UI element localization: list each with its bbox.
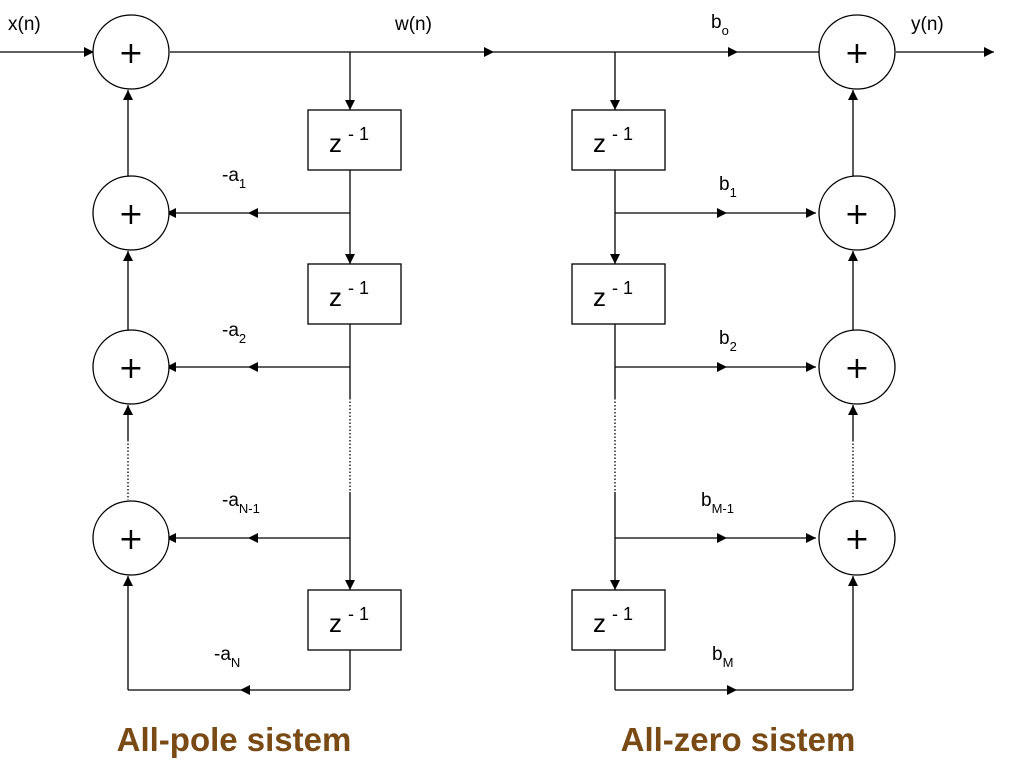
adder-right-2: + [818,329,896,405]
delay-exponent: - 1 [348,278,369,298]
coef-label-a1: -a1 [222,165,246,191]
coef-label-b2: b2 [719,328,737,354]
adder-left-1: + [92,175,170,251]
right-delay-chain [610,52,620,690]
delay-block-right-m: z - 1 [571,589,666,651]
input-signal-label: x(n) [8,14,41,35]
adder-right-3: + [818,500,896,576]
delay-base: z [593,282,606,312]
coef-label-aN: -aN [214,644,240,670]
delay-base: z [329,282,342,312]
plus-icon: + [844,197,869,232]
left-feedback-branches [128,208,350,695]
coef-label-aN-1: -aN-1 [222,490,260,516]
main-signal-path [0,47,994,57]
delay-exponent: - 1 [348,124,369,144]
delay-block-right-2: z - 1 [571,263,666,325]
delay-block-left-1: z - 1 [307,109,402,171]
svg-text:z- 1: z - 1 [593,278,633,312]
adder-left-0: + [92,14,170,90]
adder-left-2: + [92,329,170,405]
plus-icon: + [118,36,143,71]
plus-icon: + [844,522,869,557]
svg-text:z- 1: z - 1 [329,278,369,312]
coef-label-b1: b1 [719,174,737,200]
right-adder-column [848,90,858,690]
output-signal-label: y(n) [911,14,944,35]
plus-icon: + [118,351,143,386]
delay-exponent: - 1 [612,278,633,298]
left-delay-chain [345,52,355,690]
delay-base: z [593,608,606,638]
svg-text:z- 1: z - 1 [329,124,369,158]
svg-text:z- 1: z - 1 [593,604,633,638]
right-feedforward-branches [615,208,853,695]
svg-text:z- 1: z - 1 [329,604,369,638]
coef-label-a2: -a2 [222,320,246,346]
all-zero-title: All-zero sistem [621,721,856,758]
delay-exponent: - 1 [348,604,369,624]
delay-base: z [329,128,342,158]
delay-base: z [593,128,606,158]
coef-label-bM: bM [712,644,733,670]
delay-block-right-1: z - 1 [571,109,666,171]
adder-right-0: + [818,14,896,90]
plus-icon: + [118,197,143,232]
plus-icon: + [844,351,869,386]
adder-left-3: + [92,500,170,576]
plus-icon: + [118,522,143,557]
svg-text:z- 1: z - 1 [593,124,633,158]
left-adder-column [123,90,133,690]
coef-label-b0: bo [711,12,729,38]
coef-label-bM-1: bM-1 [701,490,734,516]
all-pole-title: All-pole sistem [117,721,352,758]
intermediate-signal-label: w(n) [394,14,432,35]
delay-exponent: - 1 [612,604,633,624]
delay-block-left-n: z - 1 [307,589,402,651]
adder-right-1: + [818,175,896,251]
delay-base: z [329,608,342,638]
plus-icon: + [844,36,869,71]
delay-block-left-2: z - 1 [307,263,402,325]
delay-exponent: - 1 [612,124,633,144]
